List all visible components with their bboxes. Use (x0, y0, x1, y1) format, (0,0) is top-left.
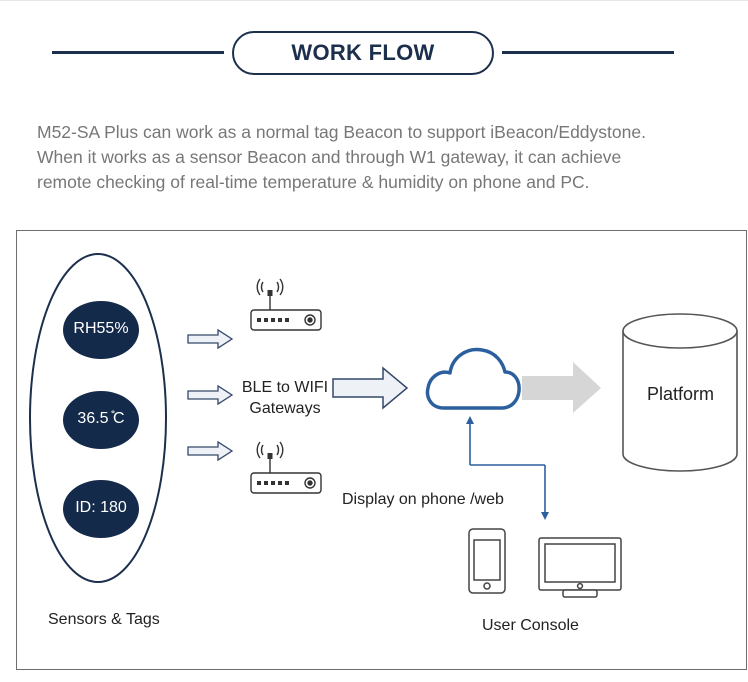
user-console-label: User Console (482, 617, 579, 634)
sensor-to-gateway-arrow (187, 440, 234, 462)
title-line-right (502, 51, 674, 54)
gateways-label: BLE to WIFI Gateways (230, 377, 340, 419)
sensors-tags-label: Sensors & Tags (48, 611, 160, 628)
description: M52-SA Plus can work as a normal tag Bea… (37, 120, 737, 195)
gateways-label-line: BLE to WIFI (241, 379, 329, 396)
temperature-badge-label: 36.5 ̊C (77, 410, 125, 427)
description-line: When it works as a sensor Beacon and thr… (37, 147, 622, 167)
top-divider (0, 0, 748, 1)
gateway-to-cloud-arrow (332, 366, 409, 410)
platform-label: Platform (647, 384, 715, 404)
router-icon (250, 278, 322, 331)
router-icon (250, 441, 322, 494)
cloud-icon (425, 347, 521, 410)
cloud-console-connector (466, 416, 549, 520)
id-badge-label: ID: 180 (75, 499, 127, 516)
gateways-label-line: Gateways (249, 400, 321, 417)
diagram-frame (16, 230, 747, 670)
title-line-left (52, 51, 224, 54)
sensor-to-gateway-arrow (187, 328, 234, 350)
phone-icon (468, 528, 506, 594)
description-line: remote checking of real-time temperature… (37, 172, 590, 192)
humidity-badge (63, 301, 139, 359)
sensors-group-outline (29, 253, 167, 583)
cloud-to-platform-arrow (522, 362, 601, 413)
monitor-icon (538, 537, 622, 598)
platform-database-icon (622, 313, 738, 472)
sensor-to-gateway-arrow (187, 384, 234, 406)
temperature-badge (63, 391, 139, 449)
humidity-badge-label: RH55% (73, 320, 129, 337)
description-line: M52-SA Plus can work as a normal tag Bea… (37, 122, 646, 142)
display-label: Display on phone /web (342, 491, 504, 508)
id-badge (63, 480, 139, 538)
page-title-text: WORK FLOW (291, 40, 435, 65)
page-title: WORK FLOW (232, 31, 494, 75)
